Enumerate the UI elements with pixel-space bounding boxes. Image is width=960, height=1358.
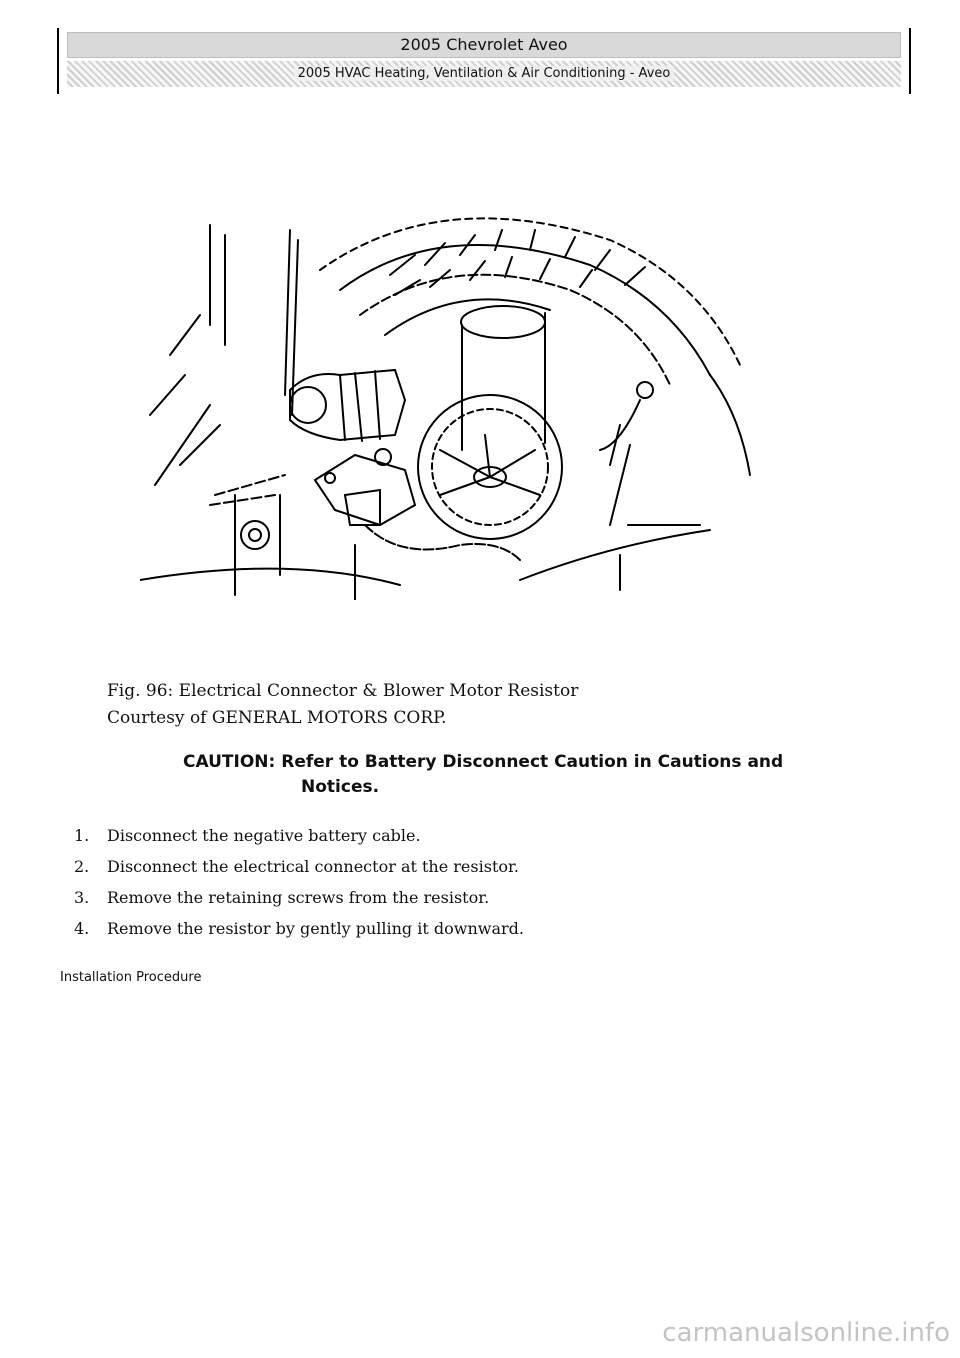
list-item: 2. Disconnect the electrical connector at… (74, 857, 524, 888)
page-header: 2005 Chevrolet Aveo 2005 HVAC Heating, V… (57, 28, 911, 94)
figure-caption: Fig. 96: Electrical Connector & Blower M… (107, 678, 578, 732)
step-number: 4. (74, 919, 90, 938)
blower-motor-resistor-illustration (140, 217, 751, 600)
step-text: Remove the retaining screws from the res… (107, 888, 490, 907)
step-number: 3. (74, 888, 90, 907)
list-item: 4. Remove the resistor by gently pulling … (74, 919, 524, 950)
step-text: Disconnect the electrical connector at t… (107, 857, 519, 876)
step-number: 1. (74, 826, 90, 845)
list-item: 3. Remove the retaining screws from the r… (74, 888, 524, 919)
watermark: carmanualsonline.info (662, 1318, 950, 1348)
section-heading: Installation Procedure (60, 970, 202, 985)
document-title: 2005 Chevrolet Aveo (67, 32, 901, 58)
list-item: 1. Disconnect the negative battery cable. (74, 826, 524, 857)
step-text: Disconnect the negative battery cable. (107, 826, 421, 845)
document-subtitle-text: 2005 HVAC Heating, Ventilation & Air Con… (293, 66, 675, 81)
caution-note: CAUTION: Refer to Battery Disconnect Cau… (183, 750, 883, 800)
removal-steps-list: 1. Disconnect the negative battery cable.… (74, 826, 524, 950)
figure-caption-title: Fig. 96: Electrical Connector & Blower M… (107, 681, 579, 701)
document-subtitle: 2005 HVAC Heating, Ventilation & Air Con… (67, 61, 901, 87)
figure-caption-credit: Courtesy of GENERAL MOTORS CORP. (107, 708, 447, 728)
caution-line-2: Notices. (301, 777, 380, 797)
step-number: 2. (74, 857, 90, 876)
step-text: Remove the resistor by gently pulling it… (107, 919, 524, 938)
caution-line-1: CAUTION: Refer to Battery Disconnect Cau… (183, 752, 784, 772)
